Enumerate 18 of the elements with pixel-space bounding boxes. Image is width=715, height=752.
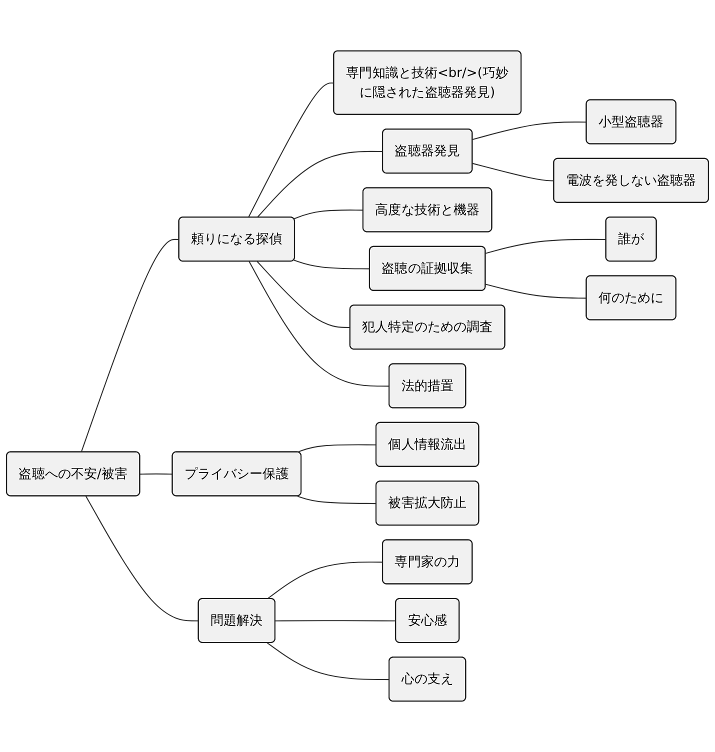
connector bbox=[248, 82, 334, 218]
connector bbox=[472, 162, 554, 182]
connector bbox=[297, 496, 376, 504]
connector bbox=[472, 122, 587, 140]
connector bbox=[297, 444, 376, 453]
connector bbox=[294, 260, 370, 270]
connector bbox=[294, 210, 364, 220]
connector bbox=[248, 261, 390, 387]
connector bbox=[485, 238, 606, 254]
connector bbox=[140, 473, 173, 475]
connector bbox=[256, 261, 350, 328]
connector bbox=[80, 238, 180, 452]
connector bbox=[267, 642, 390, 680]
connector bbox=[85, 496, 199, 622]
connector bbox=[256, 150, 383, 218]
connector bbox=[275, 620, 396, 622]
connector bbox=[266, 562, 383, 600]
connector bbox=[485, 284, 587, 299]
